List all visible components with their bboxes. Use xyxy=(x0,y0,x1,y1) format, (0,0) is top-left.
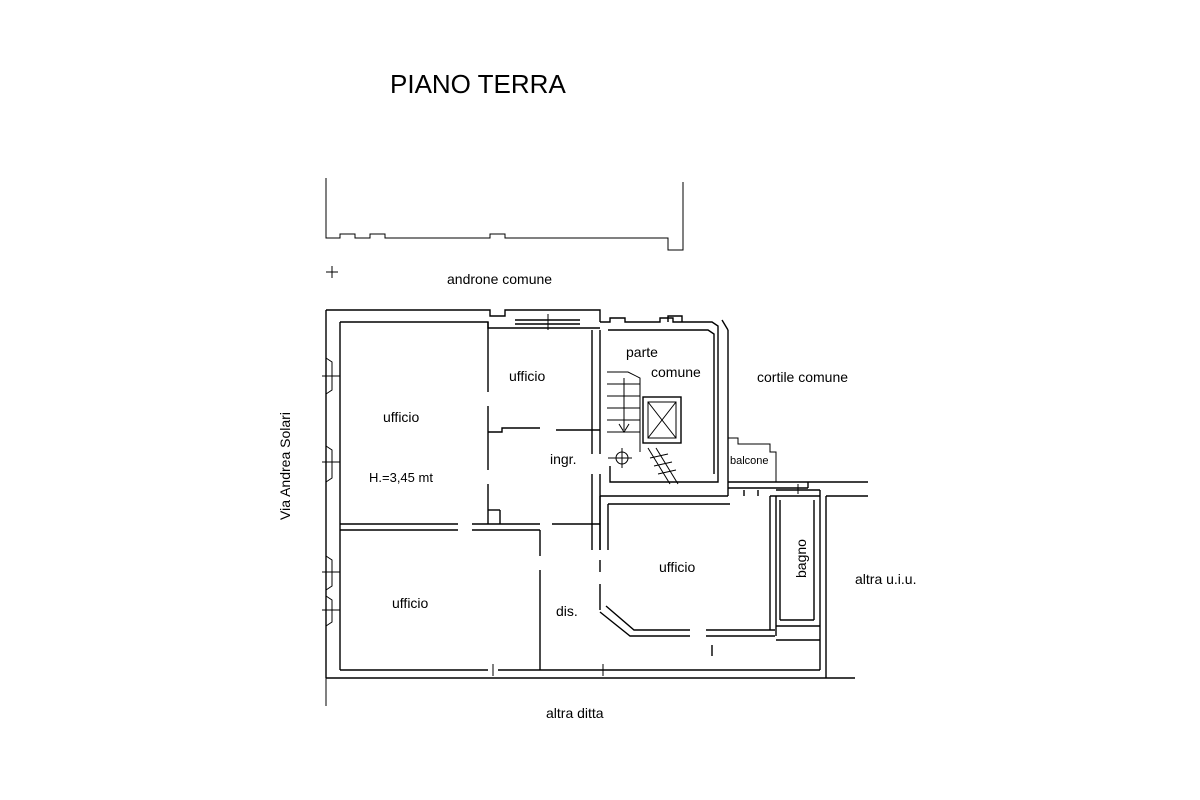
east-rooms xyxy=(599,484,868,678)
label-ufficio-east: ufficio xyxy=(659,559,696,575)
label-altra-ditta: altra ditta xyxy=(546,705,604,721)
label-cortile-comune: cortile comune xyxy=(757,369,848,385)
label-ufficio-north: ufficio xyxy=(509,368,546,384)
label-balcone: balcone xyxy=(730,455,769,467)
label-ingresso: ingr. xyxy=(550,451,576,467)
androne-outline xyxy=(325,178,684,278)
label-bagno: bagno xyxy=(793,539,809,578)
balcone-area xyxy=(728,437,868,489)
label-comune: comune xyxy=(651,364,701,380)
label-ceiling-height: H.=3,45 mt xyxy=(369,470,433,485)
stairwell xyxy=(600,315,729,497)
label-via-andrea-solari: Via Andrea Solari xyxy=(277,412,293,520)
plan-title: PIANO TERRA xyxy=(390,69,566,99)
label-ufficio-west: ufficio xyxy=(383,409,420,425)
label-ufficio-southwest: ufficio xyxy=(392,595,429,611)
label-androne-comune: androne comune xyxy=(447,271,552,287)
interior-walls xyxy=(340,322,775,670)
label-disimpegno: dis. xyxy=(556,603,578,619)
label-altra-uiu: altra u.i.u. xyxy=(855,571,916,587)
label-parte: parte xyxy=(626,344,658,360)
